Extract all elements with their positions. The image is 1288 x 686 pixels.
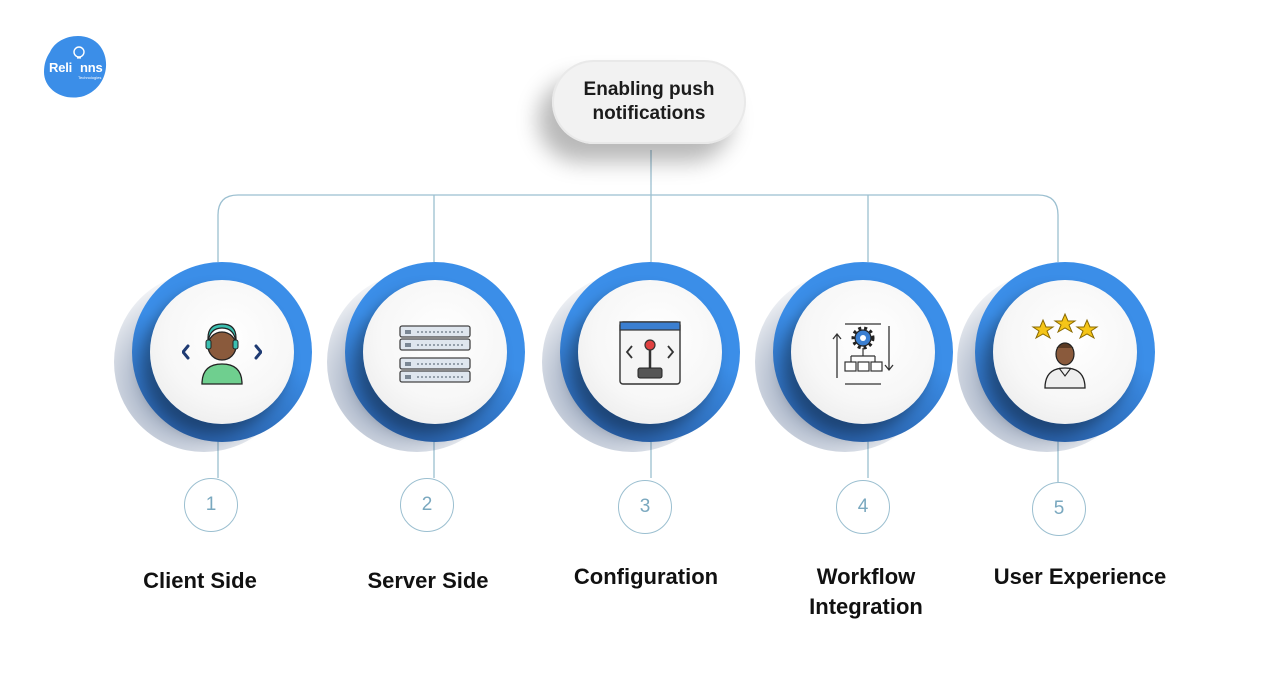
step-label-1: Client Side <box>143 568 257 593</box>
root-title: Enabling push notifications <box>583 79 715 124</box>
step-node-user-experience <box>957 262 1155 452</box>
lightbulb-icon <box>73 46 85 59</box>
user-rating-stars-icon <box>1031 312 1099 389</box>
step-label-4: Workflow Integration <box>809 564 923 619</box>
step-label-2: Server Side <box>367 568 489 593</box>
step-node-client-side <box>114 262 312 452</box>
step-number-5: 5 <box>1032 482 1086 536</box>
server-rack-icon <box>399 325 471 383</box>
root-node: Enabling push notifications <box>552 60 746 144</box>
step-node-workflow-integration <box>755 262 953 452</box>
workflow-gear-icon <box>832 323 894 385</box>
logo-subtitle: Technologies <box>78 75 102 80</box>
developer-icon <box>182 323 262 385</box>
step-node-configuration <box>542 262 740 452</box>
step-number-2: 2 <box>400 478 454 532</box>
step-label-5: User Experience <box>993 564 1167 589</box>
step-number-1: 1 <box>184 478 238 532</box>
joystick-window-icon <box>619 321 681 385</box>
step-number-3: 3 <box>618 480 672 534</box>
step-number-4: 4 <box>836 480 890 534</box>
step-label-3: Configuration <box>573 564 719 589</box>
step-node-server-side <box>327 262 525 452</box>
brand-logo <box>44 35 107 98</box>
